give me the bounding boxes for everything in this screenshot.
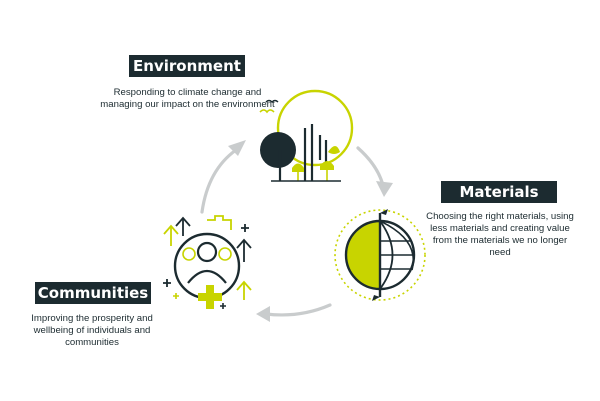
materials-title: Materials [441, 181, 557, 203]
person-head-left [182, 247, 196, 261]
globe-left-half [346, 221, 380, 289]
people-and-growth-icon [163, 215, 252, 309]
dark-tree-crown [260, 132, 296, 168]
plus-icon [220, 303, 226, 309]
person-body [187, 269, 227, 284]
arrow-environment-to-materials [356, 146, 384, 184]
person-head [196, 241, 218, 263]
arrow-materials-to-communities [264, 303, 332, 317]
trees-and-birds-icon [259, 89, 354, 182]
globe-arrow-bottom [372, 295, 380, 301]
plus-icon [173, 293, 179, 299]
bird [259, 109, 275, 114]
sun-circle [276, 89, 354, 167]
plus-icon [241, 224, 249, 232]
materials-description: Choosing the right materials, using less… [426, 211, 574, 258]
cycle-arrows [200, 140, 393, 322]
plus-icon [163, 279, 171, 287]
environment-title: Environment [129, 55, 245, 77]
communities-title: Communities [35, 282, 151, 304]
growth-cross-large [198, 285, 222, 309]
globe-arrow-top [380, 209, 388, 215]
small-tree-right [320, 161, 334, 170]
arrowhead-materials [376, 181, 393, 197]
dotted-ring [334, 209, 426, 301]
arrow-communities-to-environment [200, 148, 238, 214]
environment-description: Responding to climate change and managin… [100, 87, 275, 110]
person-head-right [218, 247, 232, 261]
arrowhead-environment [228, 140, 246, 156]
bird [265, 99, 279, 103]
small-tree-left [292, 163, 304, 172]
half-globe-icon [334, 209, 426, 301]
leaf-right [328, 146, 340, 154]
arrowhead-communities [256, 306, 270, 322]
puzzle-block [207, 215, 232, 230]
communities-description: Improving the prosperity and wellbeing o… [31, 313, 153, 348]
globe-meridian [379, 220, 414, 271]
